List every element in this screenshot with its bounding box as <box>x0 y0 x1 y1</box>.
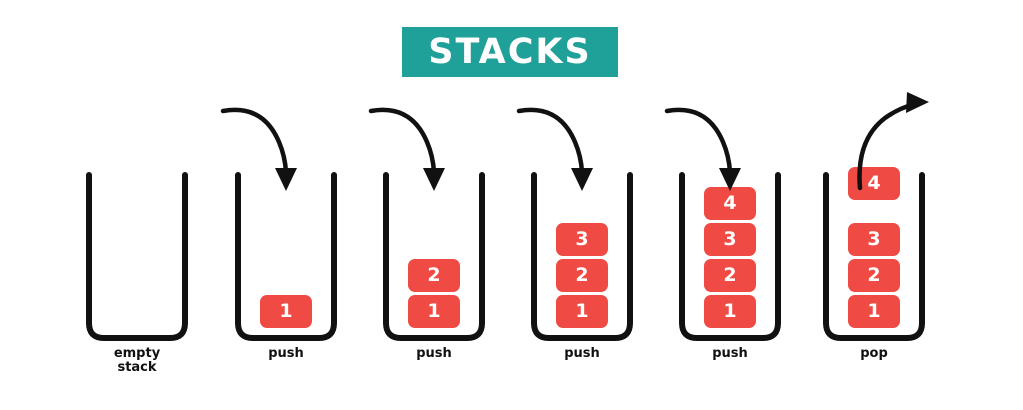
stack-container <box>530 172 634 342</box>
push-arrow-icon <box>211 80 361 200</box>
stack-caption: push <box>564 346 600 361</box>
stack-container <box>822 172 926 342</box>
stack-column: empty stack <box>62 80 212 390</box>
title-banner: STACKS <box>402 27 618 77</box>
stack-caption: push <box>268 346 304 361</box>
page-title: STACKS <box>428 31 592 72</box>
push-arrow-icon <box>507 80 657 200</box>
stack-caption: push <box>416 346 452 361</box>
push-arrow-icon <box>359 80 509 200</box>
stack-container <box>85 172 189 342</box>
stack-container <box>382 172 486 342</box>
pop-arrow-icon <box>799 80 949 200</box>
stack-container <box>234 172 338 342</box>
stack-container <box>678 172 782 342</box>
stack-caption: push <box>712 346 748 361</box>
stack-caption: empty stack <box>113 346 161 375</box>
push-arrow-icon <box>655 80 805 200</box>
stack-caption: pop <box>860 346 888 361</box>
